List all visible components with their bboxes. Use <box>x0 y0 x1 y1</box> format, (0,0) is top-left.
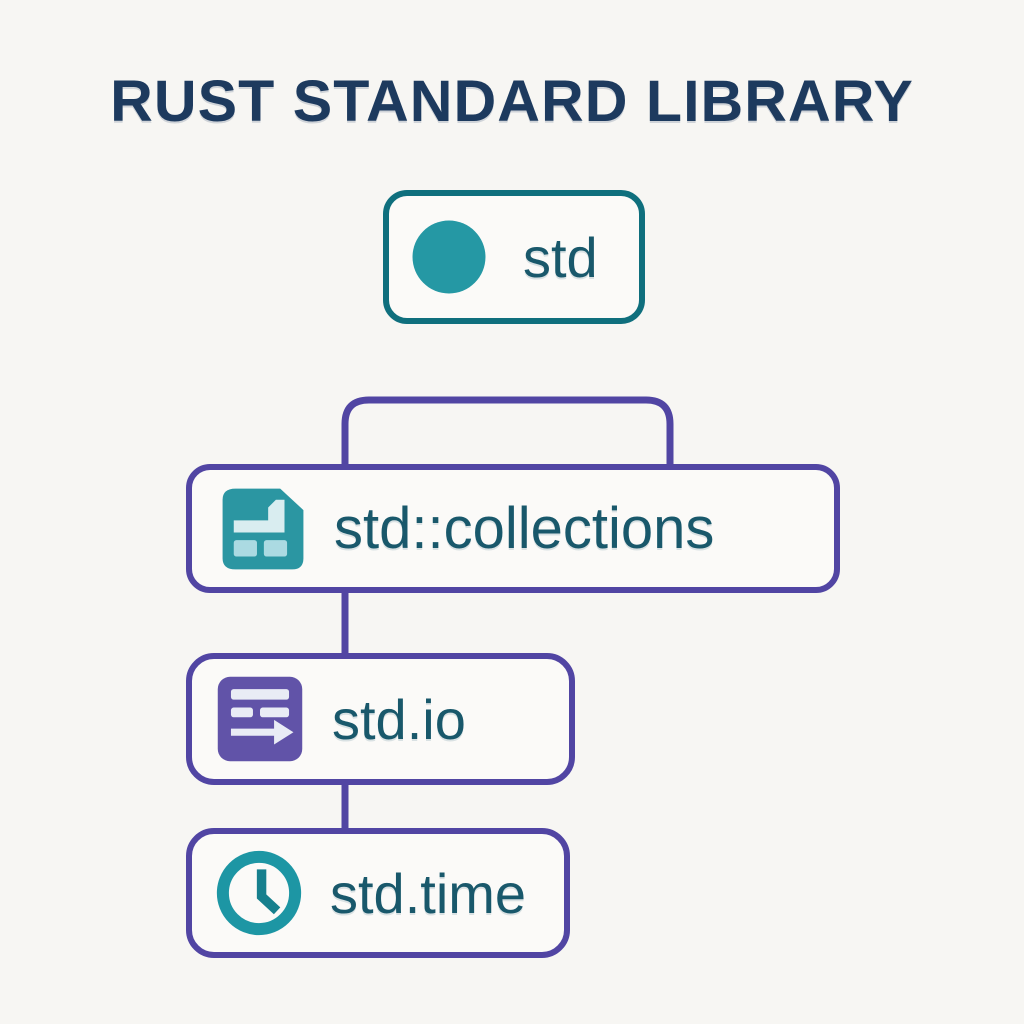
io-stream-arrow-icon <box>216 675 304 763</box>
node-std-time: std.time <box>186 828 570 958</box>
collections-grid-icon <box>220 484 306 574</box>
edge-bracket-collections <box>341 396 674 466</box>
diagram-title: RUST STANDARD LIBRARY <box>110 69 914 134</box>
node-label: std <box>523 225 598 289</box>
crate-circle-icon <box>411 219 487 295</box>
node-std-io: std.io <box>186 653 575 785</box>
node-label: std::collections <box>334 496 715 561</box>
node-label: std.io <box>332 687 466 751</box>
node-std-collections: std::collections <box>186 464 840 593</box>
node-std: std <box>383 190 645 324</box>
node-label: std.time <box>330 861 527 925</box>
clock-icon <box>216 850 302 936</box>
